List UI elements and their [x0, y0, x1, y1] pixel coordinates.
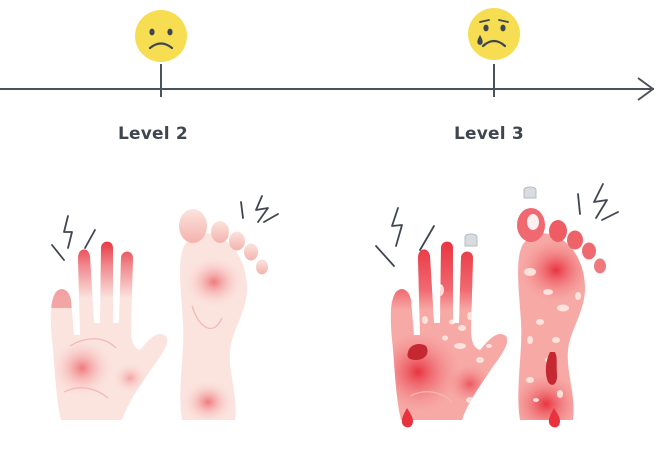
foot-level-2	[179, 209, 268, 424]
timeline-axis	[0, 64, 654, 100]
level-3-label: Level 3	[454, 124, 524, 144]
foot-level-3	[512, 187, 606, 434]
level-2-label: Level 2	[118, 124, 188, 144]
sad-face-icon	[135, 10, 187, 62]
blister-icon	[465, 234, 477, 246]
lightning-icon-foot-3	[578, 184, 618, 220]
hand-level-2	[40, 240, 167, 420]
crying-face-icon	[468, 8, 520, 60]
lightning-icon-foot-2	[241, 196, 278, 222]
toe-blister-icon	[524, 187, 536, 198]
hand-level-3	[376, 234, 507, 427]
